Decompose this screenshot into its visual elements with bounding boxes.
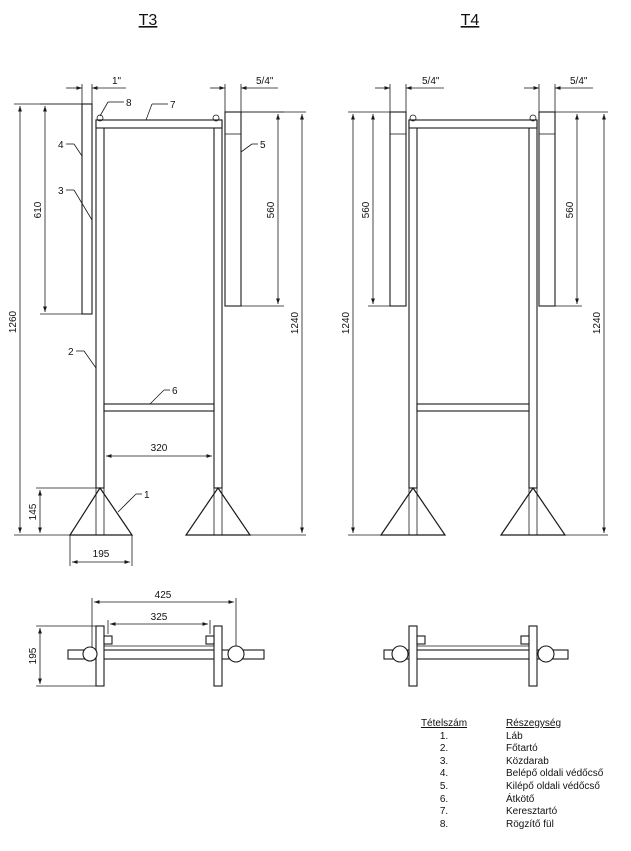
t4-top-pipe-left: [391, 645, 409, 663]
t4-top-pipe-right: [537, 645, 555, 663]
part-number: 3.: [439, 755, 449, 767]
callout-3: 3: [58, 186, 64, 197]
t3-protective-pipe-5: [224, 111, 242, 307]
part-number: 7.: [439, 806, 449, 818]
dim-t3-top-195: 195: [28, 647, 39, 664]
t4-top-foot-right: [528, 625, 538, 687]
callout-6: 6: [172, 386, 178, 397]
title-t3: T3: [139, 12, 158, 29]
part-name: Közdarab: [506, 755, 549, 767]
dim-t3-54in: 5/4": [256, 76, 274, 87]
part-name: Láb: [506, 730, 523, 742]
t4-post-left: [408, 119, 418, 489]
t4-tie-bar: [416, 403, 530, 412]
callout-4: 4: [58, 140, 64, 151]
part-number: 5.: [439, 780, 449, 792]
t3-protective-pipe-4: [81, 103, 93, 315]
dim-t3-1240: 1240: [290, 311, 301, 334]
part-number: 6.: [439, 793, 449, 805]
t4-foot-left: [379, 486, 447, 536]
part-name: Belépő oldali védőcső: [506, 768, 604, 780]
dim-t4-54in-right: 5/4": [570, 76, 588, 87]
dim-t3-320: 320: [151, 443, 168, 454]
t3-top-beam: [67, 649, 265, 660]
part-name: Kilépő oldali védőcső: [506, 780, 600, 792]
dim-t3-325: 325: [151, 612, 168, 623]
t3-post-left: [95, 119, 105, 489]
t4-post-right: [528, 119, 538, 489]
part-name: Keresztartó: [506, 806, 558, 818]
dim-t4-560-right: 560: [565, 201, 576, 218]
t4-protective-pipe-left: [389, 111, 407, 307]
part-name: Főtartó: [506, 743, 538, 755]
t4-cross-beam: [408, 119, 538, 129]
t3-foot-left: [68, 486, 134, 536]
title-t4: T4: [461, 12, 480, 29]
callout-5: 5: [260, 140, 266, 151]
callout-2: 2: [68, 347, 74, 358]
dim-t3-425: 425: [155, 590, 172, 601]
t3-top-pipe-right: [227, 645, 245, 663]
t3-foot-right: [184, 486, 252, 536]
t3-post-right: [213, 119, 223, 489]
t4-top-beam: [383, 649, 569, 660]
t3-lug-8: [96, 114, 104, 122]
dim-t4-1240-right: 1240: [592, 311, 603, 334]
dim-t3-1260: 1260: [8, 310, 19, 333]
t3-top-foot-right: [213, 625, 223, 687]
t4-foot-right: [499, 486, 567, 536]
dim-t3-145: 145: [28, 503, 39, 520]
callout-1: 1: [144, 490, 150, 501]
part-name: Átkötő: [506, 793, 535, 805]
callout-7: 7: [170, 100, 176, 111]
t3-cross-beam-7: [95, 119, 223, 129]
t3-top-pipe-left: [82, 646, 98, 662]
parts-table-header-no: Tételszám: [420, 718, 468, 729]
t3-tie-bar-6: [103, 403, 215, 412]
parts-table-header-name: Részegység: [506, 718, 562, 729]
callout-8: 8: [126, 98, 132, 109]
t4-top-foot-left: [408, 625, 418, 687]
t3-top-view: 425 325 195: [28, 590, 265, 687]
t4-protective-pipe-right: [538, 111, 556, 307]
dim-t4-54in-left: 5/4": [422, 76, 440, 87]
dim-t3-1in: 1": [112, 76, 122, 87]
dim-t4-1240-left: 1240: [341, 311, 352, 334]
dim-t3-560: 560: [266, 201, 277, 218]
part-number: 8.: [439, 818, 449, 830]
dim-t4-560-left: 560: [361, 201, 372, 218]
dim-t3-610: 610: [33, 201, 44, 218]
part-number: 4.: [439, 768, 449, 780]
t4-front-view: 5/4" 5/4" 1240 560 560 1240: [341, 76, 608, 536]
t3-front-view: 1" 5/4" 1260 610 560 1240 320 145 195: [8, 76, 306, 566]
t4-top-view: [383, 625, 569, 687]
part-number: 1.: [439, 730, 449, 742]
part-number: 2.: [439, 743, 449, 755]
dim-t3-195: 195: [93, 549, 110, 560]
part-name: Rögzítő fül: [506, 818, 554, 830]
